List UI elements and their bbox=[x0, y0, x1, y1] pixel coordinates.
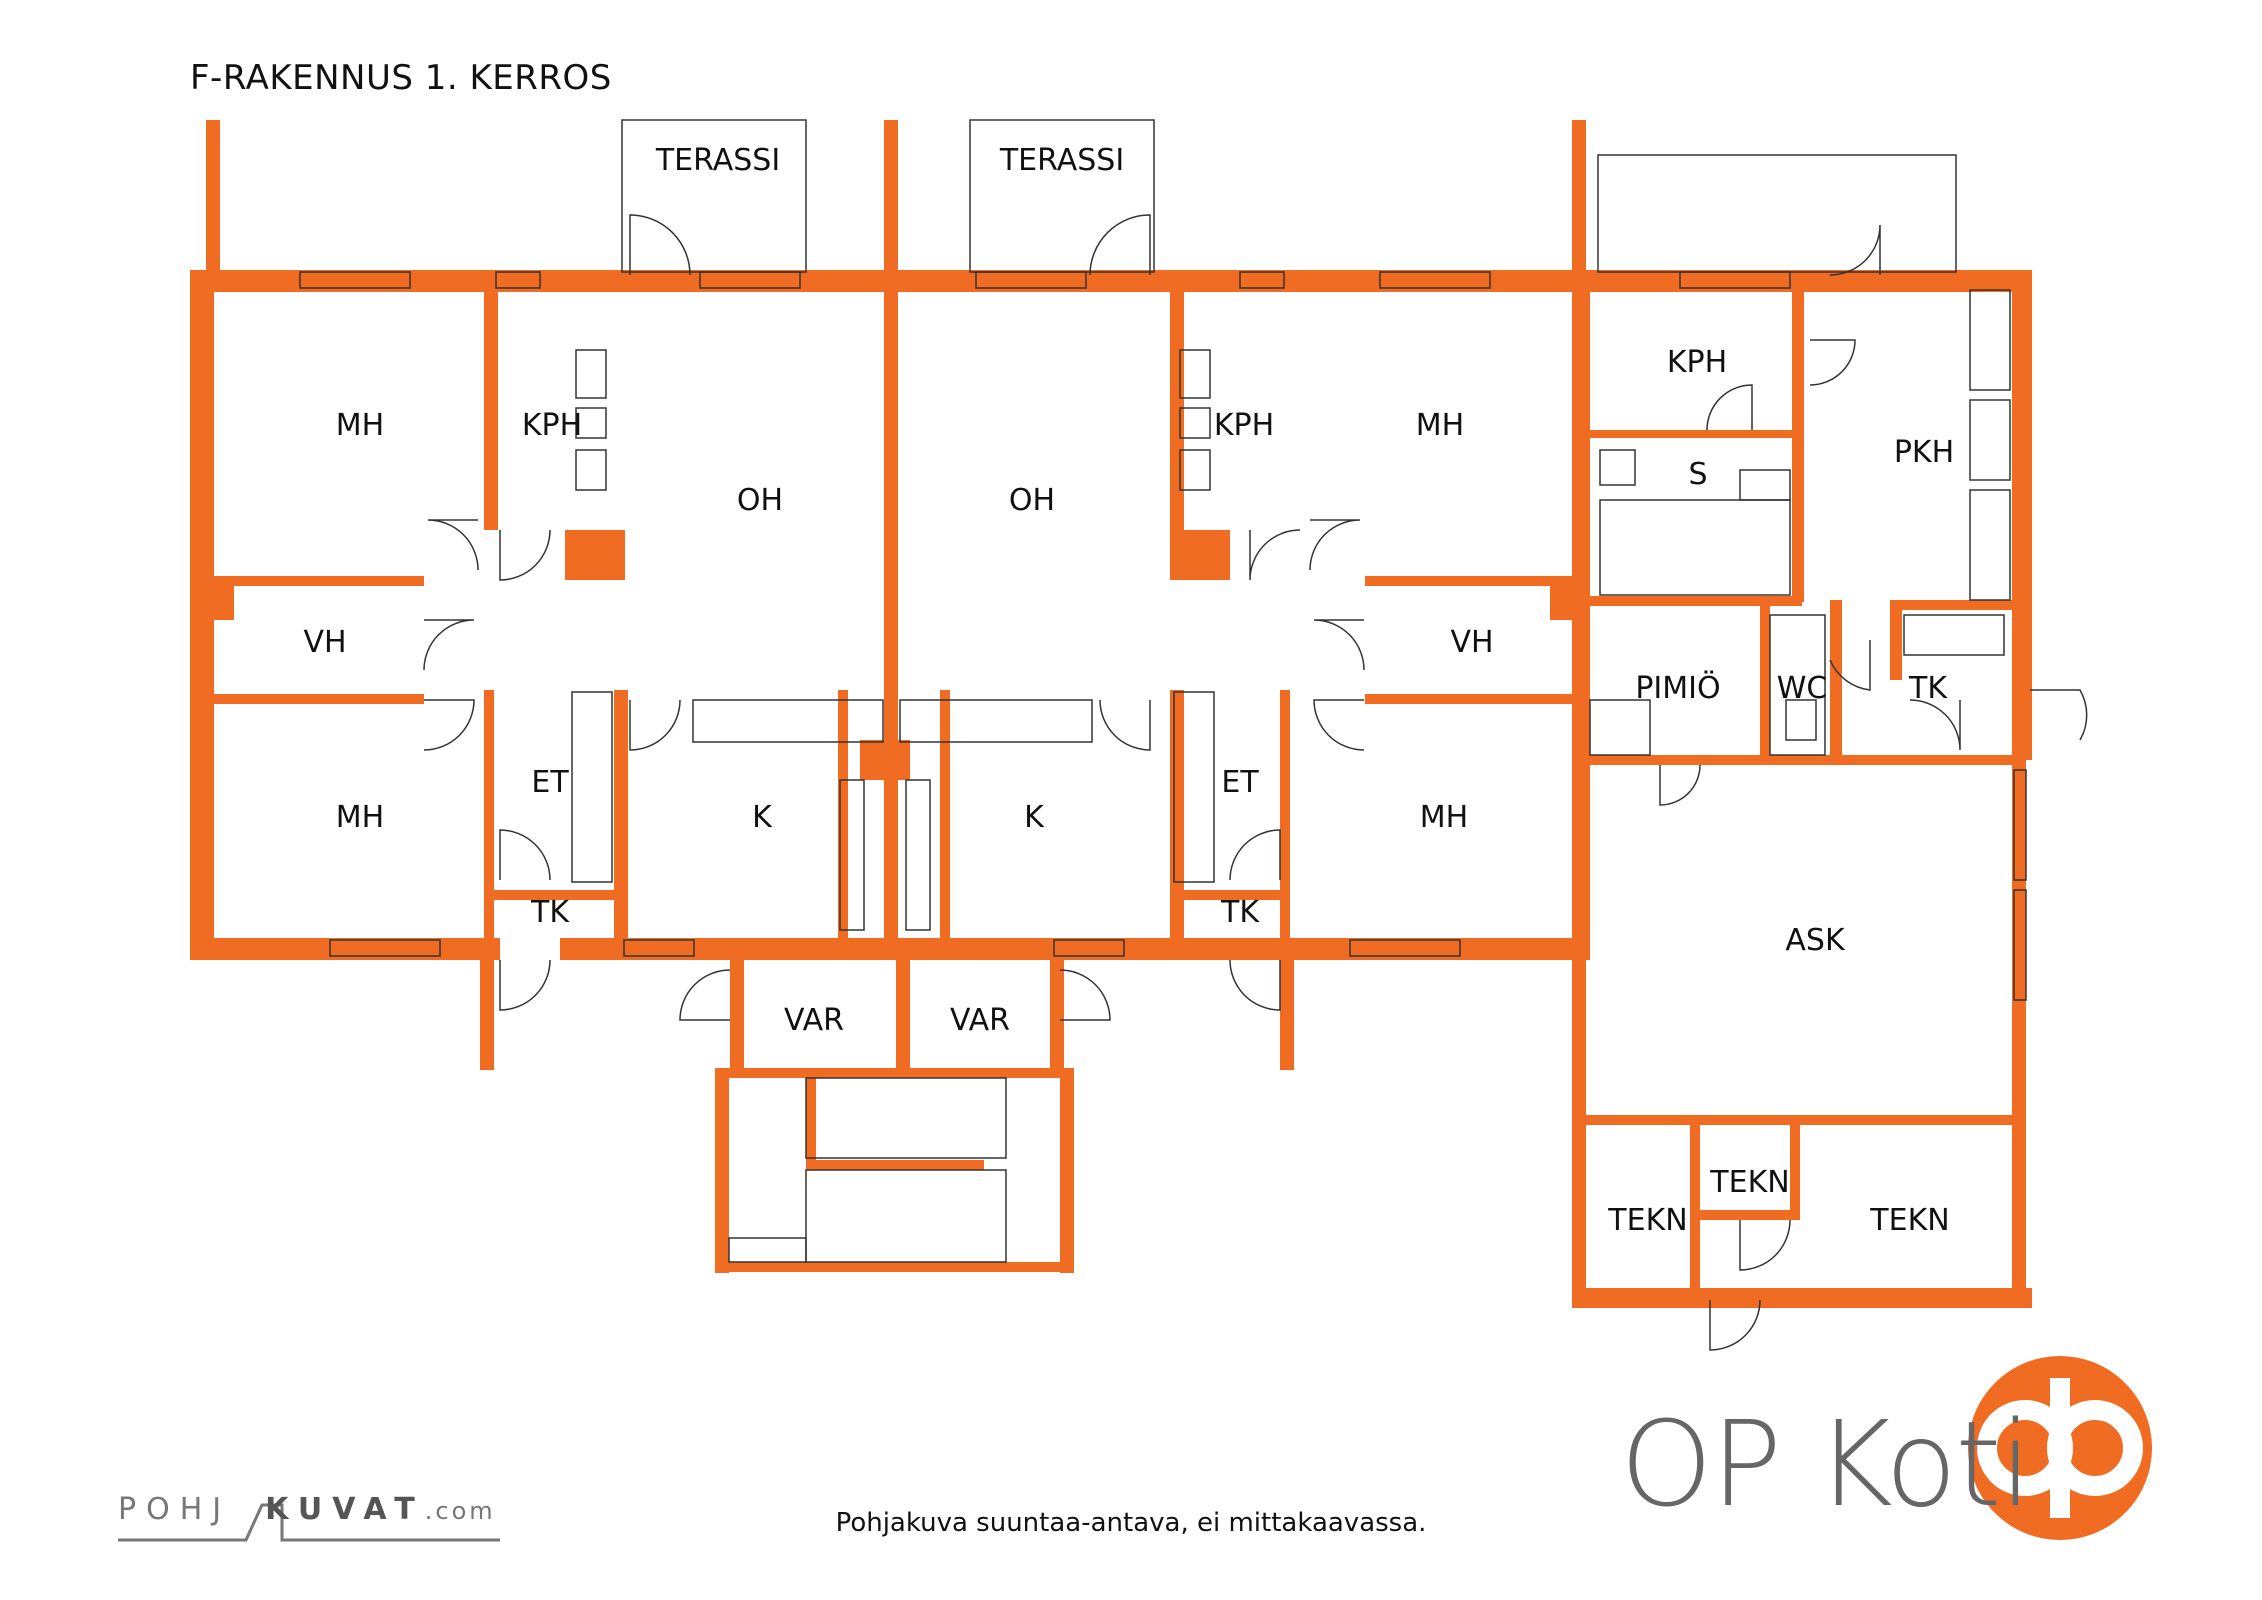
room-kph-left: KPH bbox=[522, 408, 582, 443]
room-terassi-left: TERASSI bbox=[655, 143, 780, 178]
room-tk-office: TK bbox=[1908, 671, 1948, 706]
disclaimer-note: Pohjakuva suuntaa-antava, ei mittakaavas… bbox=[835, 1508, 1427, 1538]
room-terassi-right: TERASSI bbox=[999, 143, 1124, 178]
credit-part2: KUVAT bbox=[265, 1492, 425, 1527]
room-kph-right: KPH bbox=[1214, 408, 1274, 443]
room-oh-right: OH bbox=[1009, 483, 1055, 518]
credit-suffix: .com bbox=[424, 1497, 496, 1525]
room-mh-bottom-right: MH bbox=[1420, 800, 1468, 835]
room-var-left: VAR bbox=[784, 1003, 844, 1038]
room-mh-bottom-left: MH bbox=[336, 800, 384, 835]
room-tk-right: TK bbox=[1220, 895, 1260, 930]
room-wc: WC bbox=[1777, 671, 1828, 706]
pohjakuvat-credit: POHJ KUVAT.com bbox=[118, 1492, 496, 1527]
room-tekn-right: TEKN bbox=[1869, 1203, 1949, 1238]
walls bbox=[190, 120, 2032, 1308]
room-et-left: ET bbox=[531, 765, 569, 800]
room-pkh: PKH bbox=[1894, 435, 1954, 470]
room-tekn-left: TEKN bbox=[1607, 1203, 1687, 1238]
fixtures-and-windows bbox=[299, 119, 2088, 1351]
credit-part1: POHJ bbox=[118, 1492, 232, 1527]
room-vh-right: VH bbox=[1450, 625, 1493, 660]
pohjakuvat-logo-mark bbox=[118, 1503, 500, 1542]
room-k-right: K bbox=[1024, 800, 1045, 835]
room-ask: ASK bbox=[1785, 923, 1846, 958]
room-tk-left: TK bbox=[530, 895, 570, 930]
page-title: F-RAKENNUS 1. KERROS bbox=[190, 58, 612, 98]
room-pimio: PIMIÖ bbox=[1635, 670, 1720, 706]
room-mh-top-right: MH bbox=[1416, 408, 1464, 443]
op-logo-icon bbox=[1968, 1356, 2152, 1540]
room-oh-left: OH bbox=[737, 483, 783, 518]
room-var-right: VAR bbox=[950, 1003, 1010, 1038]
room-kph-office: KPH bbox=[1667, 345, 1727, 380]
room-vh-left: VH bbox=[303, 625, 346, 660]
room-et-right: ET bbox=[1221, 765, 1259, 800]
room-labels: TERASSI TERASSI MH KPH OH OH KPH MH VH V… bbox=[303, 143, 1954, 1238]
room-k-left: K bbox=[752, 800, 773, 835]
room-s: S bbox=[1688, 457, 1707, 492]
room-mh-top-left: MH bbox=[336, 408, 384, 443]
room-tekn-middle: TEKN bbox=[1709, 1165, 1789, 1200]
op-koti-logo-text: OP Koti bbox=[1620, 1395, 2032, 1533]
